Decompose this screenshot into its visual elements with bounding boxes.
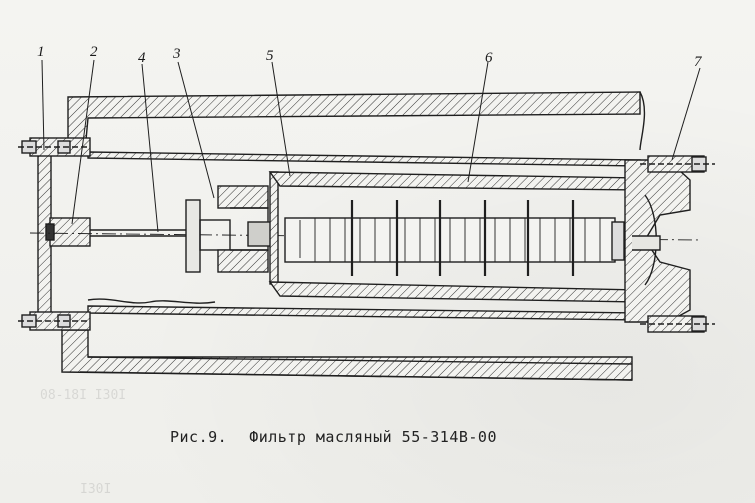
callout-1: 1 [37, 44, 45, 60]
right-end-cover [624, 155, 715, 333]
callout-3: 3 [172, 46, 181, 62]
caption-number: Рис.9. [170, 428, 228, 446]
left-end-cap [18, 137, 91, 331]
valve-piston [185, 171, 279, 285]
callout-2: 2 [90, 44, 98, 60]
caption-title: Фильтр масляный 55-314В-00 [249, 428, 497, 446]
bleed-through-text-1: 08-18I I30I [40, 388, 127, 403]
callout-leaders [41, 59, 701, 233]
filter-cartridge-sleeve [268, 171, 641, 303]
callout-4: 4 [138, 50, 146, 66]
callout-7: 7 [694, 54, 703, 70]
figure-caption: Рис.9. Фильтр масляный 55-314В-00 [170, 428, 497, 446]
callout-6: 6 [485, 50, 493, 66]
callout-5: 5 [266, 48, 274, 64]
bleed-through-text-2: I30I [80, 482, 112, 497]
filter-element [284, 200, 625, 276]
